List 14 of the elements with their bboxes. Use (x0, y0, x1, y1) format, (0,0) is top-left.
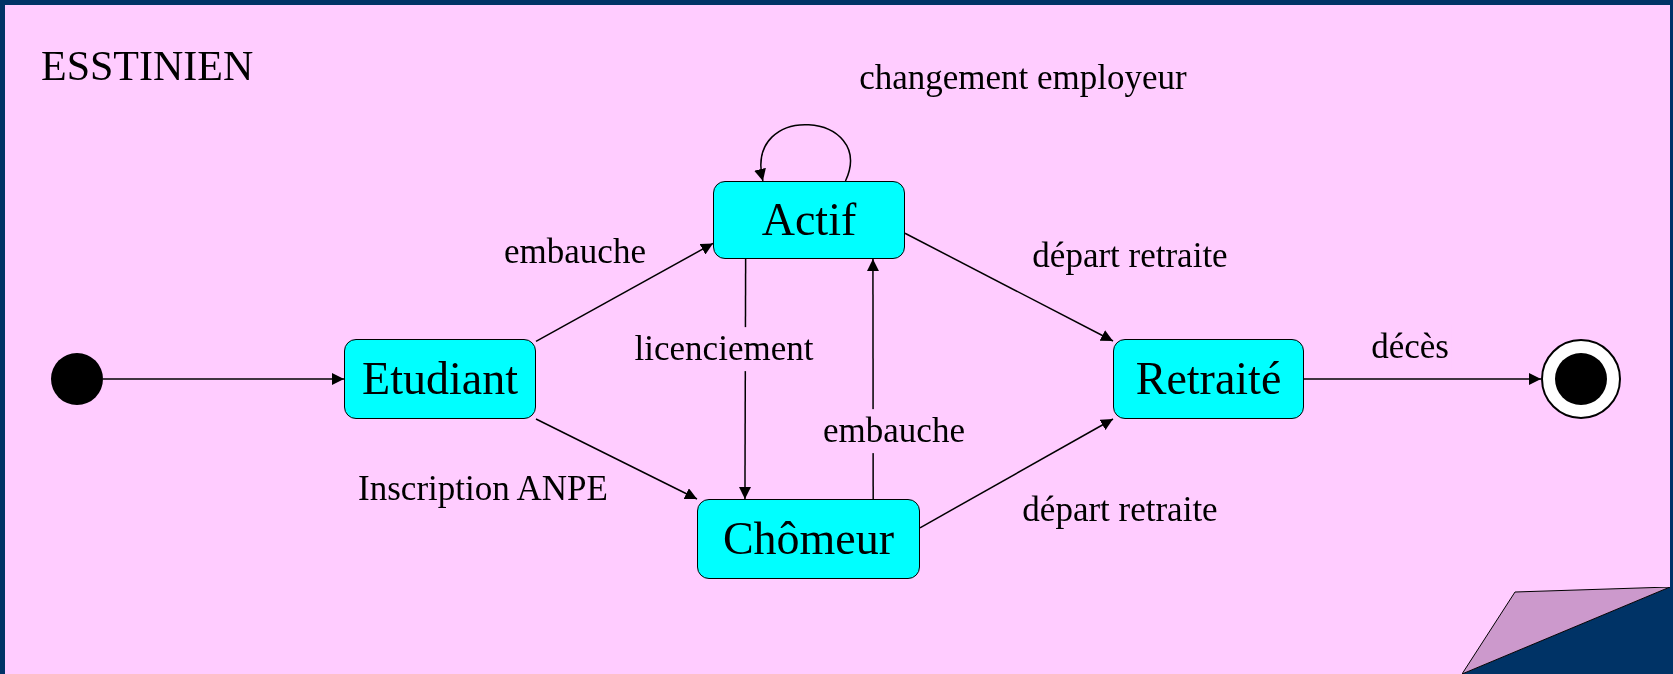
state-box: Retraité (1113, 339, 1304, 419)
transition-arrow (919, 418, 1114, 529)
edge-label: licenciement (632, 327, 816, 371)
transition-arrow (535, 242, 714, 343)
transition-arrow (102, 373, 345, 385)
transition-arrow (755, 124, 851, 182)
edge-label: embauche (821, 409, 967, 453)
state-box: Etudiant (344, 339, 536, 419)
transition-arrow (904, 232, 1114, 342)
transition-arrow (535, 418, 698, 500)
state-box: Actif (713, 181, 905, 259)
state-box: Chômeur (697, 499, 920, 579)
diagram-title: ESSTINIEN (41, 45, 254, 87)
transition-arrow (1303, 373, 1542, 385)
